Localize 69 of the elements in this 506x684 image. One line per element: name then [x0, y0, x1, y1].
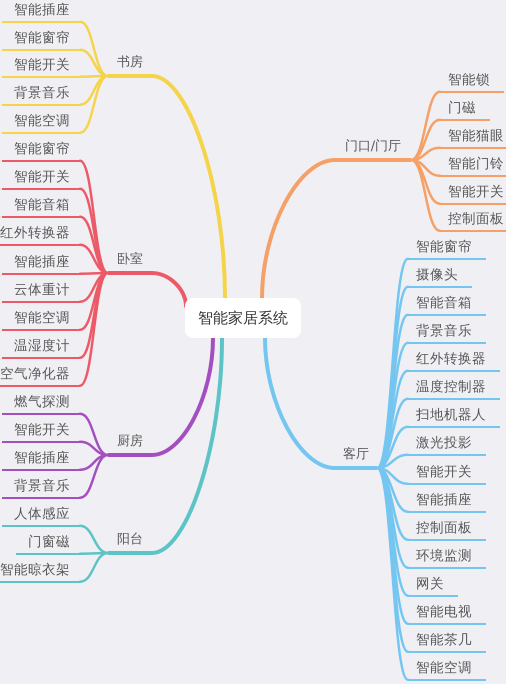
leaf-topic: 智能猫眼 [440, 127, 506, 149]
leaf-topic: 空气净化器 [0, 365, 80, 387]
leaf-topic: 控制面板 [408, 519, 486, 541]
leaf-topic: 激光投影 [408, 434, 486, 456]
branch-line [78, 74, 110, 134]
leaf-topic: 智能窗帘 [408, 238, 486, 260]
leaf-topic: 红外转换器 [408, 350, 500, 372]
leaf-topic: 智能空调 [2, 309, 80, 331]
leaf-topic: 智能空调 [408, 659, 486, 681]
leaf-topic: 智能插座 [2, 449, 80, 471]
branch-line [150, 271, 188, 308]
leaf-topic: 背景音乐 [408, 322, 486, 344]
leaf-topic: 智能插座 [2, 1, 80, 23]
branch-topic: 阳台 [108, 531, 152, 555]
leaf-topic: 背景音乐 [2, 84, 80, 106]
leaf-topic: 智能空调 [2, 112, 80, 134]
leaf-topic: 智能开关 [2, 168, 80, 190]
leaf-topic: 扫地机器人 [408, 406, 500, 428]
leaf-topic: 红外转换器 [0, 224, 80, 246]
leaf-topic: 智能开关 [2, 421, 80, 443]
branch-line [376, 466, 410, 597]
leaf-topic: 云体重计 [2, 281, 80, 303]
branch-line [78, 454, 110, 499]
leaf-topic: 背景音乐 [2, 477, 80, 499]
branch-line [410, 90, 442, 162]
branch-line [260, 158, 337, 300]
leaf-topic: 燃气探测 [2, 393, 80, 415]
central-topic: 智能家居系统 [185, 298, 301, 338]
leaf-topic: 门窗磁 [16, 533, 80, 555]
branch-line [78, 188, 110, 274]
leaf-topic: 智能插座 [408, 491, 486, 513]
branch-line [78, 272, 110, 387]
leaf-topic: 智能窗帘 [2, 140, 80, 162]
branch-line [150, 336, 215, 457]
leaf-topic: 智能电视 [408, 603, 486, 625]
leaf-topic: 智能开关 [408, 463, 486, 485]
leaf-topic: 门磁 [440, 99, 490, 121]
branch-topic: 卧室 [108, 251, 152, 275]
leaf-topic: 摄像头 [408, 266, 472, 288]
branch-line [410, 158, 442, 232]
leaf-topic: 控制面板 [440, 210, 506, 232]
branch-line [78, 552, 110, 583]
leaf-topic: 智能窗帘 [2, 29, 80, 51]
branch-topic: 门口/门厅 [335, 138, 411, 162]
leaf-topic: 温湿度计 [2, 337, 80, 359]
branch-line [150, 336, 224, 555]
branch-line [263, 336, 337, 470]
leaf-topic: 温度控制器 [408, 378, 500, 400]
leaf-topic: 人体感应 [2, 505, 80, 527]
leaf-topic: 环境监测 [408, 547, 486, 569]
leaf-topic: 网关 [408, 575, 458, 597]
branch-topic: 书房 [108, 54, 152, 78]
branch-topic: 厨房 [108, 433, 152, 457]
branch-topic: 客厅 [335, 446, 377, 470]
branch-line [78, 440, 110, 456]
branch-line [78, 524, 110, 554]
leaf-topic: 智能茶几 [408, 631, 486, 653]
leaf-topic: 智能门铃 [440, 155, 506, 177]
leaf-topic: 智能开关 [2, 56, 80, 78]
branch-line [78, 48, 110, 78]
leaf-topic: 智能插座 [2, 253, 80, 275]
leaf-topic: 智能音箱 [408, 294, 486, 316]
leaf-topic: 智能音箱 [2, 196, 80, 218]
branch-line [78, 272, 110, 359]
leaf-topic: 智能锁 [440, 71, 504, 93]
leaf-topic: 智能晾衣架 [0, 561, 80, 583]
branch-line [150, 74, 227, 300]
branch-line [78, 160, 110, 274]
leaf-topic: 智能开关 [440, 183, 506, 205]
